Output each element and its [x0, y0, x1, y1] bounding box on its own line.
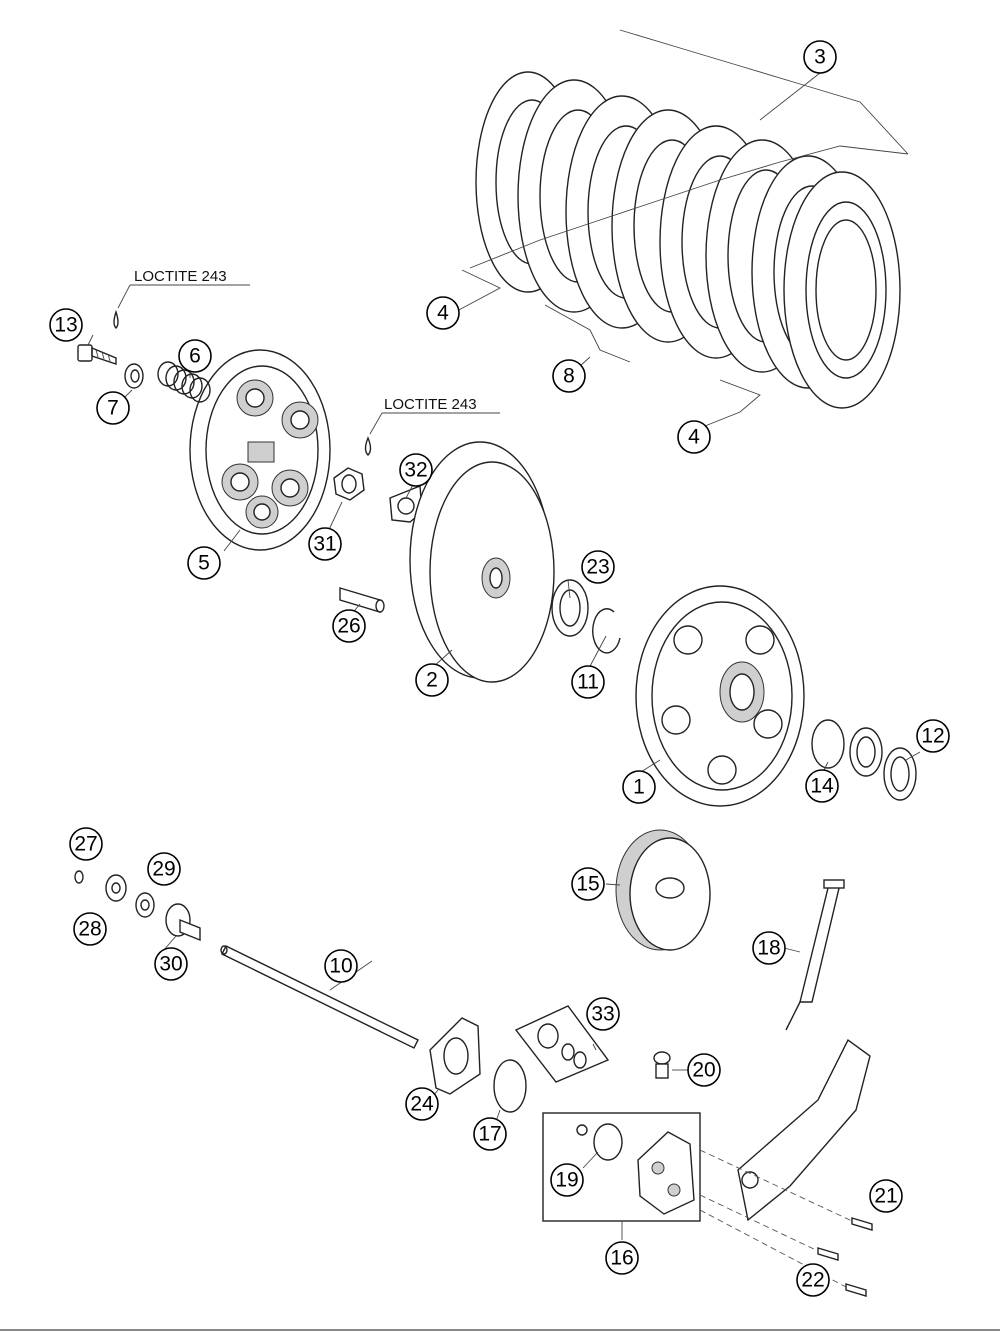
clutch-plate [783, 171, 901, 409]
callout-33: 33 [586, 997, 620, 1031]
basket-washer [883, 747, 917, 801]
svg-text:17: 17 [478, 1123, 501, 1146]
callout-31: 31 [308, 527, 342, 561]
svg-text:3: 3 [814, 46, 826, 69]
svg-text:12: 12 [921, 725, 944, 748]
callout-32: 32 [399, 453, 433, 487]
small-washers [74, 870, 155, 918]
cap-screw [77, 344, 117, 365]
bleeding-syringe [785, 879, 845, 1031]
pressure-plate [189, 349, 331, 551]
svg-text:31: 31 [313, 533, 336, 556]
loctite-drop-1: LOCTITE 243 [113, 268, 250, 329]
svg-text:4: 4 [688, 426, 700, 449]
svg-text:15: 15 [576, 873, 599, 896]
thrust-washer [551, 579, 589, 637]
svg-text:20: 20 [692, 1059, 715, 1082]
callout-17: 17 [473, 1117, 507, 1151]
svg-text:26: 26 [337, 615, 360, 638]
callout-23: 23 [581, 550, 615, 584]
callout-2: 2 [415, 663, 449, 697]
callout-4-bottom: 4 [677, 420, 711, 454]
svg-text:32: 32 [404, 459, 427, 482]
bleeder-valve [653, 1051, 688, 1079]
callout-21: 21 [869, 1179, 903, 1213]
callout-13: 13 [49, 308, 83, 342]
retaining-ring [592, 608, 621, 654]
clutch-plate-stack [454, 29, 909, 433]
svg-text:19: 19 [555, 1169, 578, 1192]
svg-text:29: 29 [152, 858, 175, 881]
svg-text:30: 30 [159, 953, 182, 976]
seal-kit [514, 1005, 610, 1083]
svg-text:33: 33 [591, 1003, 614, 1026]
svg-text:5: 5 [198, 552, 210, 575]
callout-22: 22 [796, 1263, 830, 1297]
svg-text:7: 7 [107, 397, 119, 420]
callout-6: 6 [178, 339, 212, 373]
push-rod-piece [339, 587, 385, 613]
callout-7: 7 [96, 391, 130, 425]
callout-5: 5 [187, 546, 221, 580]
push-rod [220, 945, 419, 1049]
outer-clutch-basket [635, 585, 805, 807]
callout-26: 26 [332, 609, 366, 643]
svg-text:23: 23 [586, 556, 609, 579]
inner-clutch-hub [409, 441, 555, 683]
loctite-note-1: LOCTITE 243 [134, 268, 227, 285]
svg-text:13: 13 [54, 314, 77, 337]
svg-text:24: 24 [410, 1093, 434, 1116]
spring-washer [124, 363, 144, 389]
svg-text:18: 18 [757, 937, 780, 960]
slave-cylinder-box [542, 1112, 701, 1240]
loctite-note-2: LOCTITE 243 [384, 396, 477, 413]
callout-14: 14 [805, 769, 839, 803]
hub-nut [333, 467, 365, 501]
svg-text:16: 16 [610, 1247, 633, 1270]
callout-11: 11 [571, 665, 605, 699]
svg-text:28: 28 [78, 918, 101, 941]
callout-1: 1 [622, 770, 656, 804]
gasket [429, 1017, 481, 1095]
svg-text:1: 1 [633, 776, 645, 799]
loctite-drop-2: LOCTITE 243 [364, 396, 500, 456]
bracket-screws [699, 1149, 873, 1297]
callout-20: 20 [687, 1053, 721, 1087]
callout-10: 10 [324, 949, 358, 983]
clutch-cover-bracket [737, 1038, 871, 1222]
pressure-spring [157, 361, 211, 403]
callout-19: 19 [550, 1163, 584, 1197]
svg-text:22: 22 [801, 1269, 824, 1292]
callout-29: 29 [147, 852, 181, 886]
svg-text:6: 6 [189, 345, 201, 368]
svg-text:8: 8 [563, 365, 575, 388]
callout-27: 27 [69, 827, 103, 861]
primary-gear [615, 829, 711, 951]
callout-18: 18 [752, 931, 786, 965]
callout-8: 8 [552, 359, 586, 393]
svg-text:21: 21 [874, 1185, 897, 1208]
callout-12: 12 [916, 719, 950, 753]
o-ring-large [493, 1059, 527, 1113]
callout-30: 30 [154, 947, 188, 981]
svg-text:4: 4 [437, 302, 449, 325]
needle-bearing [811, 719, 883, 777]
callout-24: 24 [405, 1087, 439, 1121]
callout-3: 3 [803, 40, 837, 74]
pressure-piece [165, 903, 201, 942]
svg-text:14: 14 [810, 775, 834, 798]
callout-28: 28 [73, 912, 107, 946]
svg-text:10: 10 [329, 955, 352, 978]
svg-text:27: 27 [74, 833, 97, 856]
callout-4-top: 4 [426, 296, 460, 330]
svg-text:2: 2 [426, 669, 438, 692]
callout-15: 15 [571, 867, 605, 901]
svg-text:11: 11 [577, 671, 599, 694]
callout-16: 16 [605, 1241, 639, 1275]
